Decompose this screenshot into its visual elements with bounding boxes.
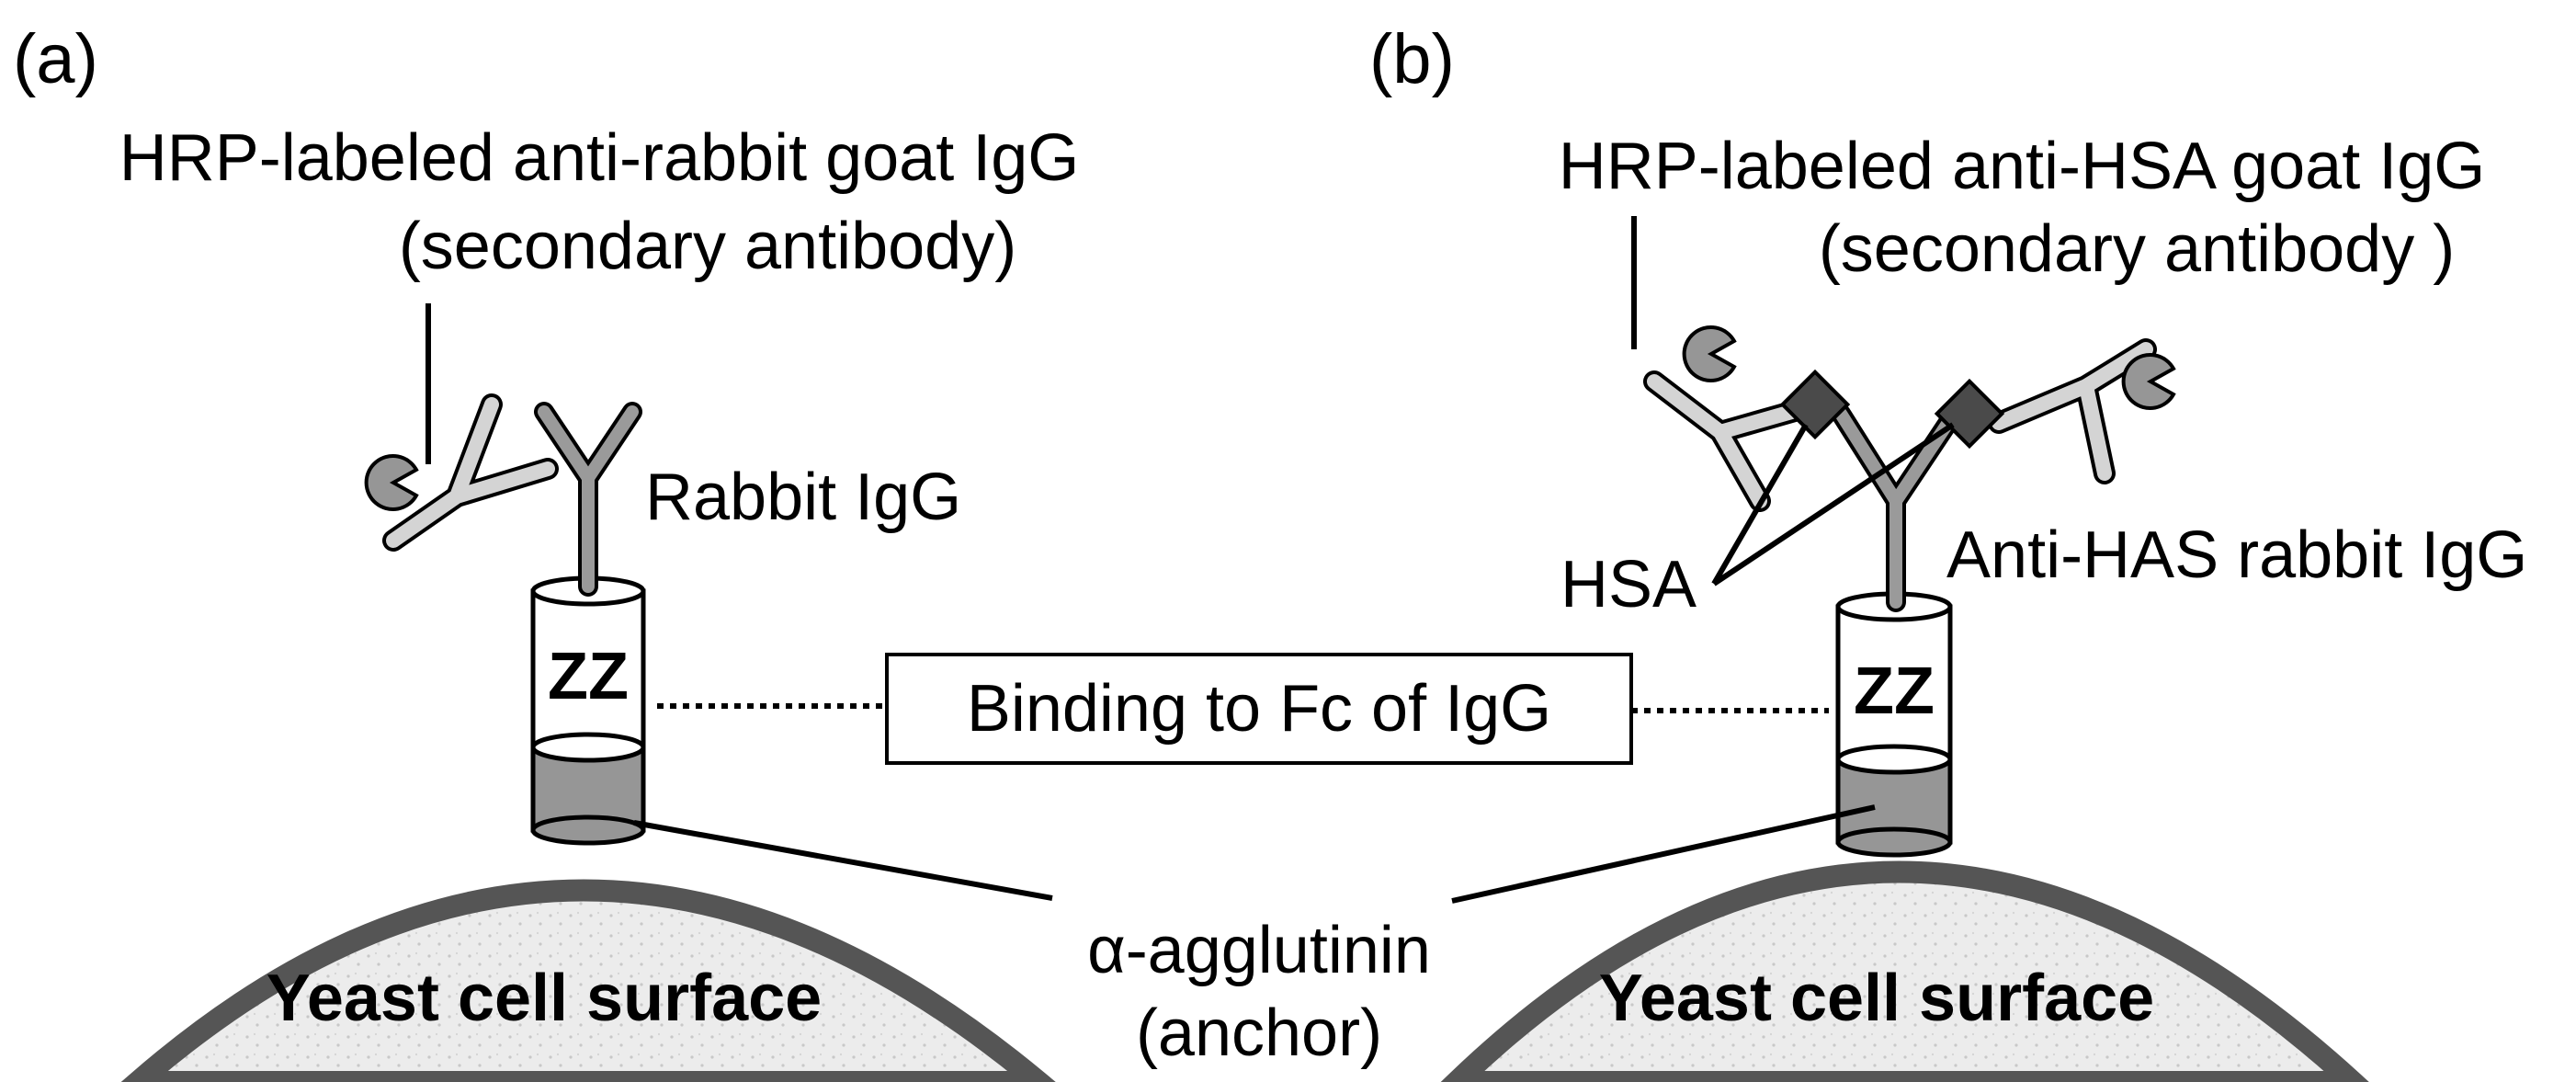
panel-b-zz-domain <box>1835 604 1953 762</box>
panel-b-hsa-label: HSA <box>1560 548 1697 621</box>
binding-box-label: Binding to Fc of IgG <box>967 672 1551 746</box>
panel-a-secondary-label-line2: (secondary antibody) <box>399 210 1016 283</box>
panel-a: (a) HRP-labeled anti-rabbit goat IgG (se… <box>13 20 1079 1082</box>
panel-b-secondary-antibody-right <box>1988 338 2157 484</box>
panel-a-yeast-cell <box>120 879 1056 1082</box>
panel-b-secondary-antibody-left <box>1643 370 1812 512</box>
binding-callout: Binding to Fc of IgG <box>657 653 1829 765</box>
panel-b-hrp-icon-left <box>1682 325 1737 382</box>
panel-b: (b) HRP-labeled anti-HSA goat IgG (secon… <box>1369 20 2527 1082</box>
panel-b-secondary-label-line2: (secondary antibody ) <box>1819 212 2455 286</box>
panel-b-anchor-cylinder: ZZ <box>1835 591 1953 858</box>
panel-a-hrp-icon <box>364 454 419 511</box>
panel-a-anchor-cylinder: ZZ <box>530 575 646 846</box>
panel-a-zz-domain <box>530 588 646 750</box>
panel-a-secondary-antibody <box>382 393 559 552</box>
panel-b-hrp-icon-right <box>2121 353 2176 410</box>
panel-b-primary-antibody <box>1831 404 1961 612</box>
panel-b-primary-label: Anti-HAS rabbit IgG <box>1946 518 2527 592</box>
panel-b-secondary-label-line1: HRP-labeled anti-HSA goat IgG <box>1559 130 2486 203</box>
panel-b-hsa-icon-right <box>1934 378 2005 450</box>
panel-a-zz-label: ZZ <box>548 640 629 713</box>
panel-b-hsa-pointer-lines <box>1711 422 1955 587</box>
panel-a-primary-label: Rabbit IgG <box>645 461 961 534</box>
binding-box <box>885 653 1633 765</box>
anchor-pointer-line-right <box>1451 804 1876 904</box>
anchor-callout: α-agglutinin (anchor) <box>633 804 1876 1070</box>
panel-a-secondary-label-line1: HRP-labeled anti-rabbit goat IgG <box>119 121 1080 195</box>
anchor-label-line2: (anchor) <box>1136 997 1382 1070</box>
panel-b-tag: (b) <box>1369 20 1455 98</box>
anchor-label-line1: α-agglutinin <box>1087 914 1431 987</box>
panel-b-cell-label: Yeast cell surface <box>1599 962 2154 1035</box>
panel-a-primary-antibody <box>534 402 642 597</box>
panel-b-yeast-cell <box>1440 860 2369 1082</box>
panel-a-tag: (a) <box>13 20 98 98</box>
panel-b-hsa-icon-left <box>1779 369 1851 440</box>
panel-a-cell-label: Yeast cell surface <box>267 962 822 1035</box>
panel-b-zz-label: ZZ <box>1854 655 1935 728</box>
anchor-pointer-line-left <box>633 820 1053 901</box>
